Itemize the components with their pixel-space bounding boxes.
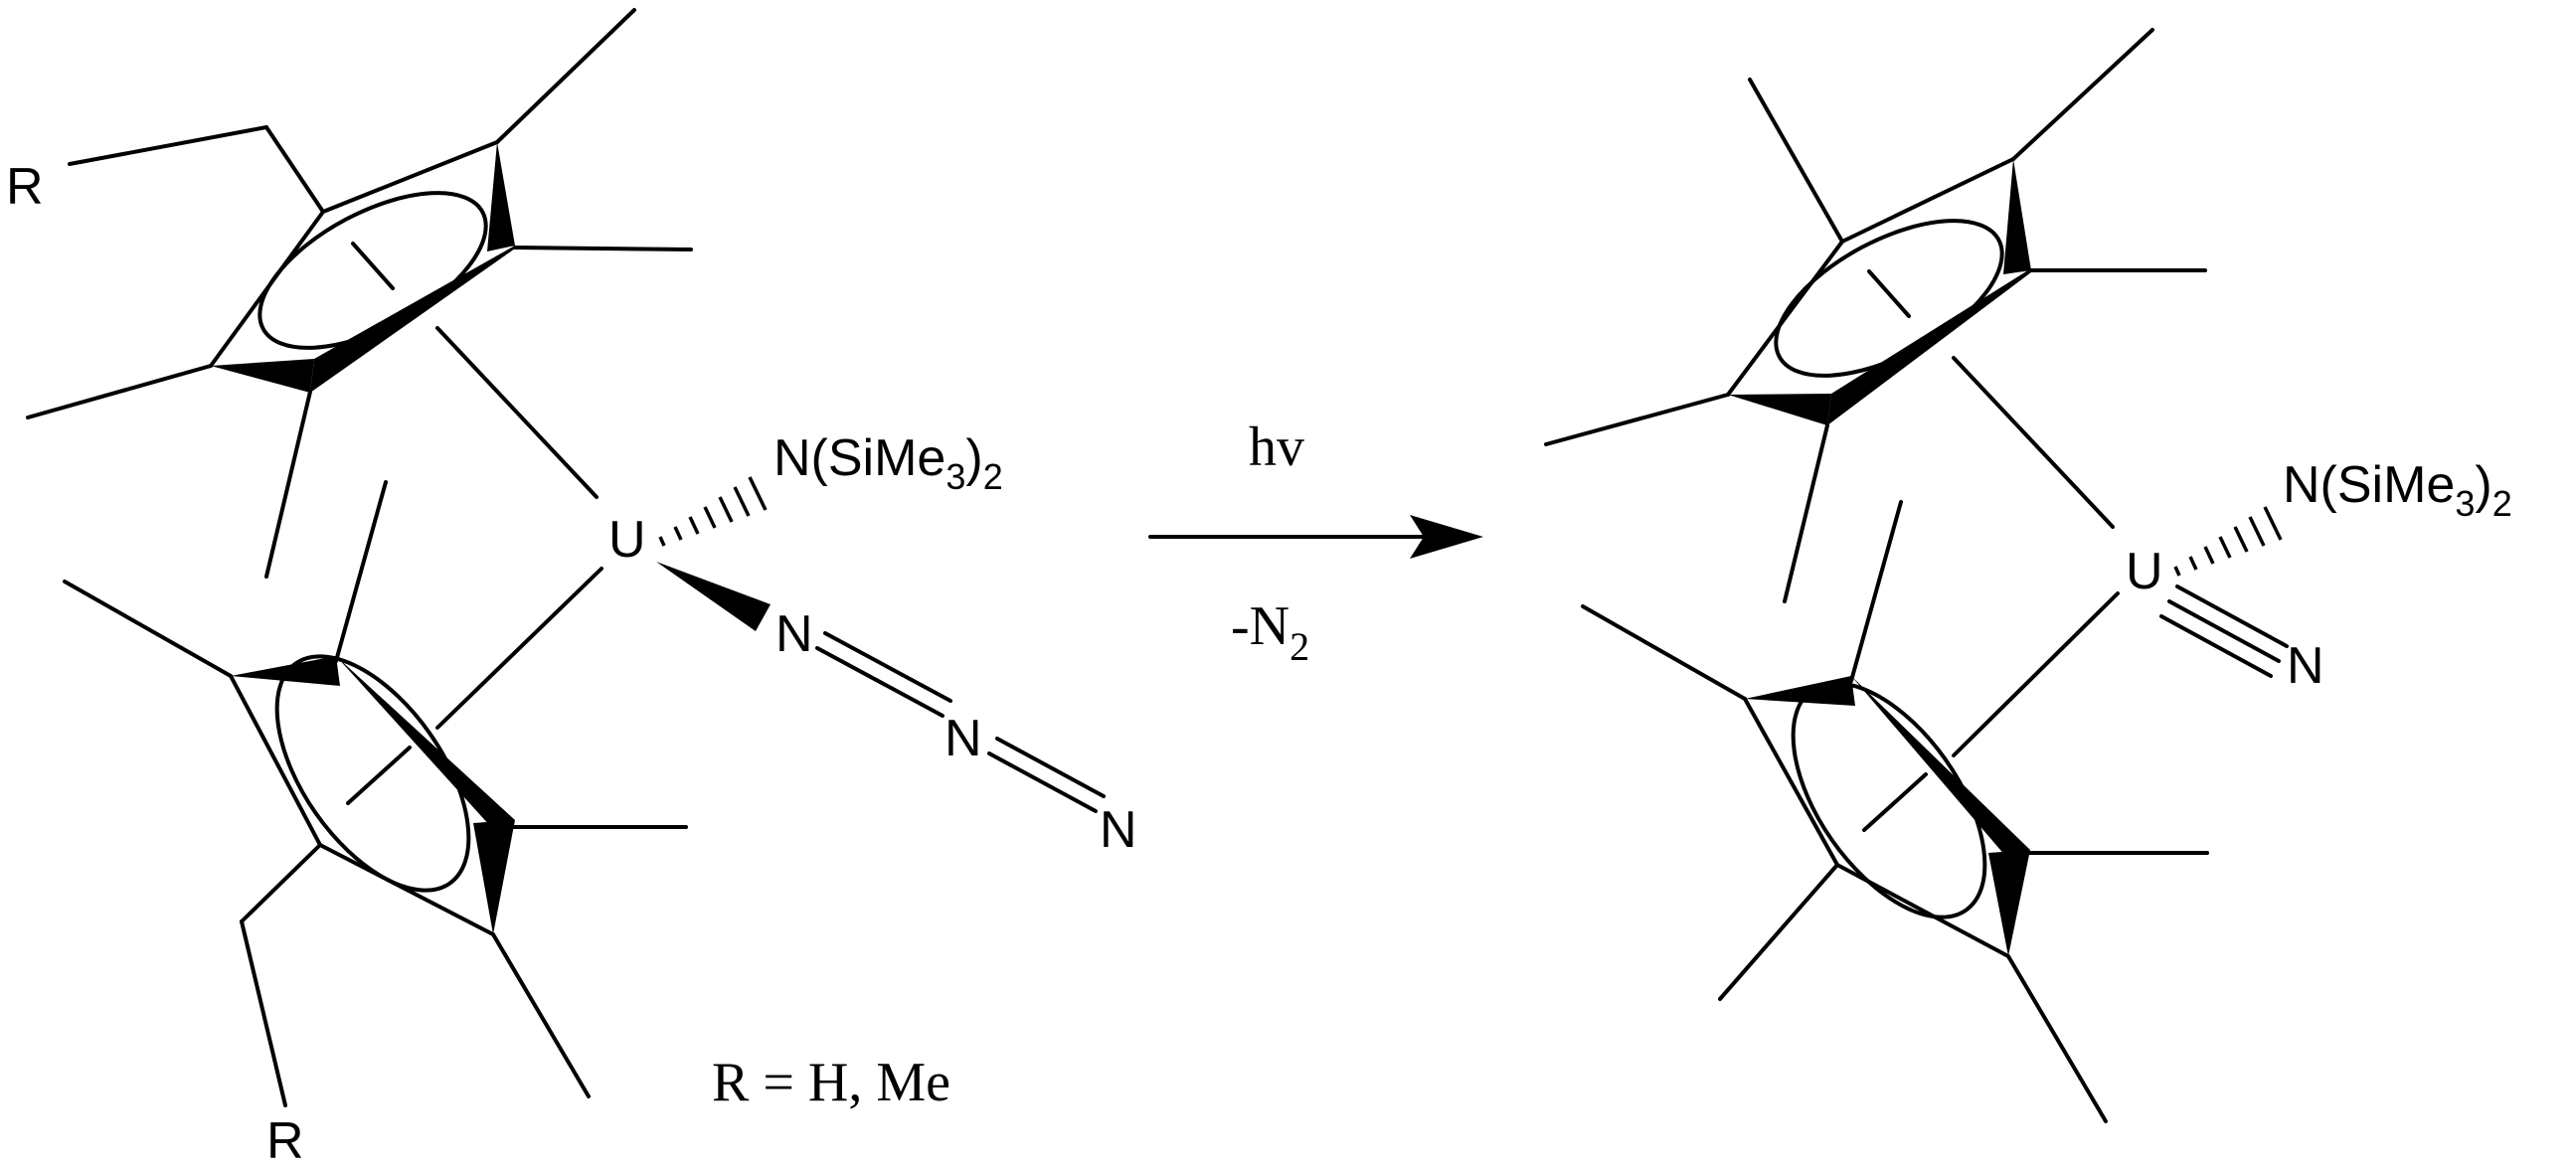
azide-double-bond-2b	[995, 737, 1106, 798]
reaction-arrow-group: hv -N2	[1148, 417, 1483, 669]
azide-double-bond-2a	[987, 751, 1098, 813]
product-bottom-cp-ring	[1743, 676, 2030, 958]
condition-minus-n2: -N2	[1231, 595, 1309, 669]
product-top-methyl-4	[1544, 393, 1730, 446]
reaction-arrow-head	[1410, 515, 1483, 559]
reactant-r-top-label: R	[6, 158, 44, 216]
top-ring-methyl-1	[495, 8, 636, 144]
product-bottom-cp-u-bond	[1952, 591, 2120, 757]
product-bottom-methyl-5	[2006, 954, 2108, 1123]
bottom-ring-r-bond	[240, 919, 287, 1107]
product-molecule: U N(SiMe3)2 N	[1544, 28, 2512, 1123]
reactant-top-cp-ring	[209, 140, 515, 393]
reactant-uranium-label: U	[608, 511, 646, 569]
top-ring-methyl-4	[264, 390, 312, 579]
nitride-triple-bond-2	[2167, 599, 2281, 663]
product-nitride-label: N	[2287, 637, 2324, 695]
product-bottom-methyl-2	[1849, 500, 1903, 683]
nitride-triple-bond-3	[2159, 614, 2273, 678]
reactant-molecule: R R U	[6, 8, 1137, 1167]
top-cp-u-bond	[435, 326, 599, 499]
azide-double-bond-1b	[823, 631, 952, 703]
product-top-cp-u-bond	[1952, 356, 2115, 529]
product-bottom-methyl-1	[1581, 604, 1747, 701]
product-amide-label: N(SiMe3)2	[2283, 456, 2512, 524]
top-ring-ch2-bond	[264, 125, 325, 214]
condition-hv: hv	[1249, 417, 1304, 478]
bottom-ring-methyl-2	[334, 480, 388, 663]
product-top-cp-ring	[1726, 157, 2031, 425]
azide-n2-label: N	[945, 710, 982, 767]
bottom-ring-methyl-1	[63, 580, 233, 678]
reactant-azide-wedge	[656, 562, 771, 631]
bottom-ring-ch2-bond	[240, 843, 322, 923]
reactant-bottom-cp-ring	[229, 654, 515, 936]
top-ring-methyl-2	[513, 246, 693, 251]
bottom-cp-u-bond	[435, 567, 603, 730]
nitride-triple-bond-1	[2175, 584, 2289, 648]
top-ring-methyl-3	[26, 364, 213, 419]
azide-n3-label: N	[1100, 801, 1137, 859]
reactant-amide-label: N(SiMe3)2	[773, 429, 1003, 497]
substituent-note: R = H, Me	[712, 1052, 950, 1113]
bottom-ring-methyl-4	[491, 932, 591, 1098]
product-bottom-methyl-4	[1718, 863, 1839, 1001]
product-uranium-label: U	[2126, 543, 2163, 600]
azide-n1-label: N	[775, 605, 813, 663]
product-top-methyl-1	[1748, 78, 1844, 244]
product-hashed-bond	[2173, 506, 2283, 577]
azide-double-bond-1a	[815, 646, 945, 718]
product-top-methyl-5	[1783, 423, 1829, 603]
top-ring-r-bond	[68, 125, 268, 166]
reactant-r-bottom-label: R	[266, 1112, 304, 1167]
product-top-methyl-2	[2011, 28, 2154, 161]
reactant-hashed-bond	[658, 476, 768, 547]
